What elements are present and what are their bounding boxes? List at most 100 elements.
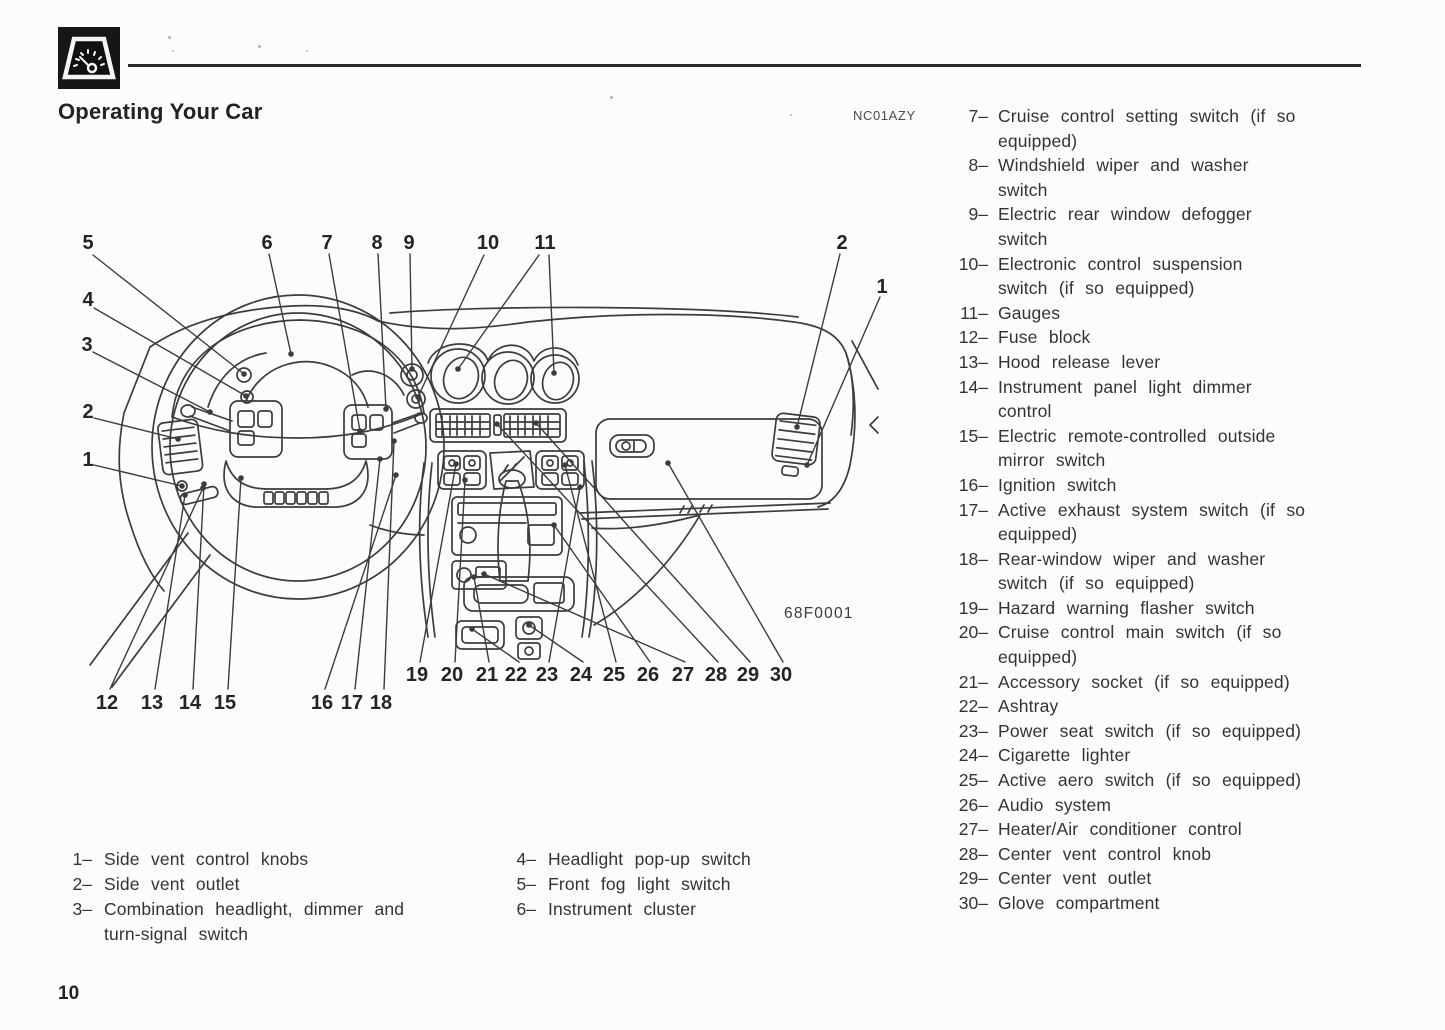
legend-item-number: 30–: [958, 893, 988, 913]
callout-4: 4: [82, 289, 94, 311]
callout-9: 9: [403, 232, 414, 254]
legend-item-text: Instrument cluster: [548, 899, 697, 919]
scan-speck: [610, 96, 613, 99]
page-title: Operating Your Car: [58, 99, 263, 124]
callout-1: 1: [82, 449, 93, 471]
legend-item-number: 15–: [958, 425, 988, 446]
legend-item: 21– Accessory socket (if so equipped): [948, 670, 1366, 695]
glove-compartment: [579, 418, 831, 520]
legend-item-number: 5–: [516, 874, 536, 894]
gauge-pods: [427, 343, 580, 405]
legend-item-number: 29–: [958, 868, 988, 889]
legend-item: 7– Cruise control setting switch (if so …: [948, 104, 1366, 153]
legend-item-number: 10–: [958, 253, 988, 274]
scan-speck: [306, 50, 308, 52]
legend-item-text: Fuse block: [998, 327, 1091, 348]
callout-20: 20: [441, 664, 463, 686]
center-vents: [429, 408, 567, 443]
legend-item-text: Cruise control main switch (if so equipp…: [998, 622, 1282, 668]
legend-item-text: Hood release lever: [998, 351, 1161, 372]
callout-26: 26: [637, 664, 659, 686]
callout-29: 29: [737, 664, 759, 686]
legend-item-text: Cigarette lighter: [998, 745, 1131, 766]
legend-item-number: 9–: [968, 204, 988, 225]
legend-item-text: Cruise control setting switch (if so equ…: [998, 106, 1296, 151]
callout-25: 25: [603, 664, 625, 686]
scan-speck: [790, 114, 792, 116]
legend-item-number: 18–: [958, 548, 988, 569]
scan-speck: [168, 36, 171, 39]
figure-ref-code: NC01AZY: [853, 108, 916, 123]
legend-item: 24– Cigarette lighter: [948, 743, 1366, 768]
legend-item-number: 14–: [958, 376, 988, 397]
legend-item-text: Electric remote-controlled outside mirro…: [998, 425, 1276, 471]
steering-wheel: [151, 294, 445, 600]
callout-19: 19: [406, 664, 428, 686]
legend-item-number: 26–: [958, 794, 988, 815]
legend-item-number: 21–: [958, 671, 988, 692]
legend-item-text: Center vent outlet: [998, 868, 1152, 889]
legend-item-number: 11–: [960, 302, 988, 323]
legend-item-number: 8–: [968, 155, 988, 176]
legend-item: 29– Center vent outlet: [948, 866, 1366, 891]
callout-11: 11: [534, 232, 555, 254]
legend-item-text: Center vent control knob: [998, 843, 1212, 864]
callout-6: 6: [261, 232, 272, 254]
callout-8: 8: [371, 232, 382, 254]
dashboard-outline: [89, 304, 879, 688]
legend-item-number: 24–: [958, 745, 988, 766]
callout-22: 22: [505, 664, 527, 686]
instrument-cluster: [171, 319, 425, 439]
legend-item: 27– Heater/Air conditioner control: [948, 817, 1366, 842]
legend-left: 1– Side vent control knobs 2– Side vent …: [66, 847, 496, 947]
legend-item: 22– Ashtray: [948, 694, 1366, 719]
legend-item-number: 2–: [72, 874, 92, 894]
callout-27: 27: [672, 664, 694, 686]
legend-item-number: 17–: [958, 499, 988, 520]
legend-item: 14– Instrument panel light dimmer contro…: [948, 375, 1366, 424]
callout-2: 2: [836, 232, 847, 254]
callout-14: 14: [179, 692, 202, 714]
legend-item-number: 1–: [72, 849, 92, 869]
center-console: [369, 450, 701, 660]
legend-item-number: 16–: [958, 474, 988, 495]
legend-item-number: 6–: [516, 899, 536, 919]
scan-speck: [258, 45, 261, 48]
legend-item: 23– Power seat switch (if so equipped): [948, 719, 1366, 744]
legend-item-number: 20–: [958, 622, 988, 643]
callout-21: 21: [476, 664, 498, 686]
legend-item-text: Accessory socket (if so equipped): [998, 671, 1290, 692]
legend-item-number: 25–: [958, 770, 988, 791]
legend-item-number: 28–: [958, 843, 988, 864]
legend-item-text: Active exhaust system switch (if so equi…: [998, 499, 1306, 545]
legend-item-text: Windshield wiper and washer switch: [998, 155, 1249, 200]
legend-item-text: Combination headlight, dimmer and turn-s…: [104, 899, 405, 944]
legend-item: 28– Center vent control knob: [948, 842, 1366, 867]
legend-item: 18– Rear-window wiper and washer switch …: [948, 547, 1366, 596]
legend-item-text: Power seat switch (if so equipped): [998, 720, 1302, 741]
legend-item: 15– Electric remote-controlled outside m…: [948, 424, 1366, 473]
legend-right: 7– Cruise control setting switch (if so …: [948, 104, 1366, 916]
callout-28: 28: [705, 664, 727, 686]
legend-middle: 4– Headlight pop-up switch 5– Front fog …: [510, 847, 840, 922]
legend-item: 19– Hazard warning flasher switch: [948, 596, 1366, 621]
legend-item: 2– Side vent outlet: [66, 872, 496, 897]
legend-item: 10– Electronic control suspension switch…: [948, 252, 1366, 301]
callout-5: 5: [82, 232, 93, 254]
callout-7: 7: [321, 232, 332, 254]
legend-item-text: Audio system: [998, 794, 1112, 815]
legend-item: 12– Fuse block: [948, 325, 1366, 350]
header-rule: [128, 64, 1361, 67]
callout-18: 18: [370, 692, 392, 714]
legend-item: 20– Cruise control main switch (if so eq…: [948, 620, 1366, 669]
legend-item-number: 3–: [72, 899, 92, 919]
legend-item-number: 12–: [958, 327, 988, 348]
legend-item-text: Electric rear window defogger switch: [998, 204, 1252, 249]
legend-item: 6– Instrument cluster: [510, 897, 840, 922]
leader-lines: [92, 253, 881, 690]
legend-item: 13– Hood release lever: [948, 350, 1366, 375]
legend-item-text: Ashtray: [998, 696, 1059, 717]
